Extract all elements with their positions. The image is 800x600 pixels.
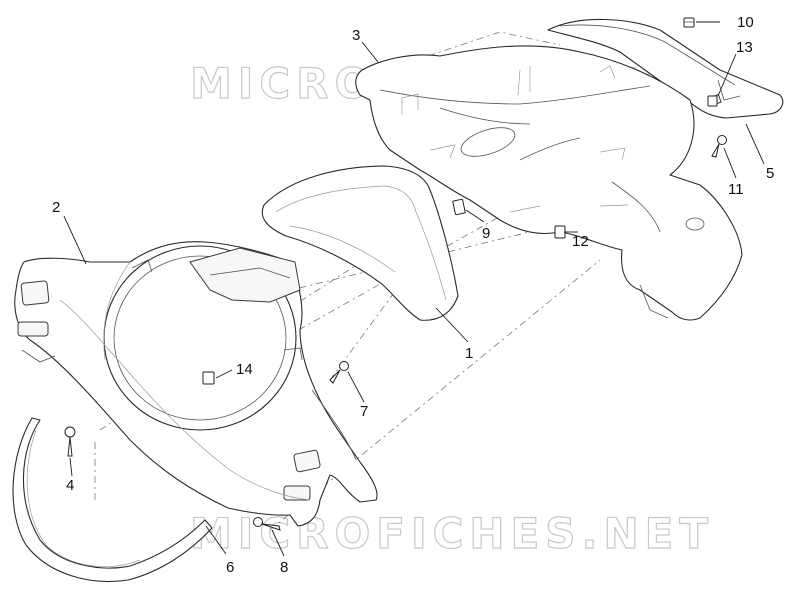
callout-3: 3 — [352, 27, 360, 44]
hardware — [64, 17, 727, 531]
callout-12: 12 — [572, 233, 589, 250]
screw-7-icon — [329, 361, 349, 384]
part-1-center-panel — [261, 165, 459, 321]
callout-6: 6 — [226, 559, 234, 576]
callout-2: 2 — [52, 199, 60, 216]
callout-5: 5 — [766, 165, 774, 182]
callout-7: 7 — [360, 403, 368, 420]
clip-10-icon — [683, 17, 695, 28]
leader-lines — [63, 21, 765, 557]
screw-8-icon — [253, 517, 281, 531]
clip-9-icon — [452, 198, 466, 216]
part-6-lower-trim-strip — [12, 417, 213, 583]
screw-4-icon — [64, 426, 76, 457]
part-2-headlight-housing — [14, 241, 378, 527]
callout-9: 9 — [482, 225, 490, 242]
callout-1: 1 — [465, 345, 473, 362]
watermark-bottom: MICROFICHES.NET — [190, 509, 714, 558]
callout-11: 11 — [728, 181, 744, 198]
callout-8: 8 — [280, 559, 288, 576]
callout-10: 10 — [737, 14, 754, 31]
clip-14-icon — [202, 371, 215, 385]
clip-12-icon — [554, 225, 566, 239]
callout-14: 14 — [236, 361, 253, 378]
screw-11-icon — [711, 135, 727, 158]
callout-4: 4 — [66, 477, 74, 494]
callout-13: 13 — [736, 39, 753, 56]
callout-labels: 3 2 1 9 12 10 13 5 11 14 7 4 6 8 — [52, 14, 774, 576]
part-3-upper-handlebar-cover — [355, 45, 743, 321]
clip-13-icon — [707, 95, 718, 107]
